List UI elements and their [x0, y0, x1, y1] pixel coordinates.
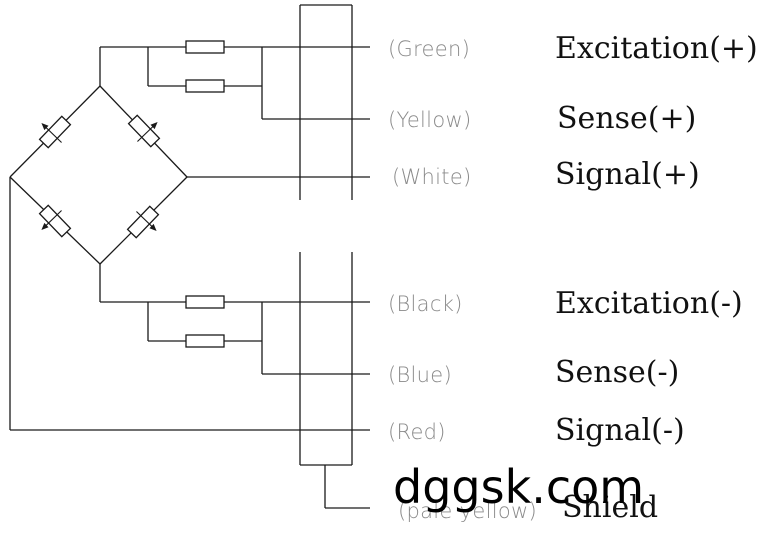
compensation-resistor-4 — [185, 334, 225, 348]
excitation-plus-branch — [99, 40, 370, 120]
color-label-black: (Black) — [388, 292, 463, 316]
function-labels: Excitation(+) Sense(+) Signal(+) Excitat… — [555, 31, 758, 525]
bridge-resistor-bottom-right — [126, 205, 160, 239]
function-label-excitation-plus: Excitation(+) — [555, 31, 758, 66]
excitation-minus-branch — [99, 264, 370, 375]
signal-minus-wire — [9, 177, 370, 431]
wire-color-labels: (Green) (Yellow) (White) (Black) (Blue) … — [388, 37, 537, 523]
function-label-sense-plus: Sense(+) — [557, 101, 696, 136]
bridge-resistor-bottom-left — [38, 204, 72, 238]
function-label-shield: Shield — [562, 490, 658, 525]
color-label-red: (Red) — [388, 420, 446, 444]
function-label-signal-plus: Signal(+) — [555, 157, 700, 192]
cable-bundle — [290, 4, 364, 466]
function-label-signal-minus: Signal(-) — [555, 413, 685, 448]
compensation-resistor-3 — [185, 295, 225, 309]
function-label-excitation-minus: Excitation(-) — [555, 286, 743, 321]
color-label-pale-yellow: (pale yellow) — [398, 499, 537, 523]
color-label-blue: (Blue) — [388, 363, 452, 387]
compensation-resistor-1 — [185, 40, 225, 54]
color-label-white: (White) — [392, 165, 472, 189]
color-label-yellow: (Yellow) — [388, 108, 471, 132]
shield-wire — [324, 465, 370, 509]
color-label-green: (Green) — [388, 37, 470, 61]
function-label-sense-minus: Sense(-) — [555, 355, 679, 390]
watermark-text: dggsk.com — [393, 460, 644, 514]
wheatstone-bridge — [9, 85, 188, 265]
compensation-resistor-2 — [185, 79, 225, 93]
bridge-resistor-top-left — [38, 115, 72, 149]
bridge-resistor-top-right — [127, 114, 161, 148]
